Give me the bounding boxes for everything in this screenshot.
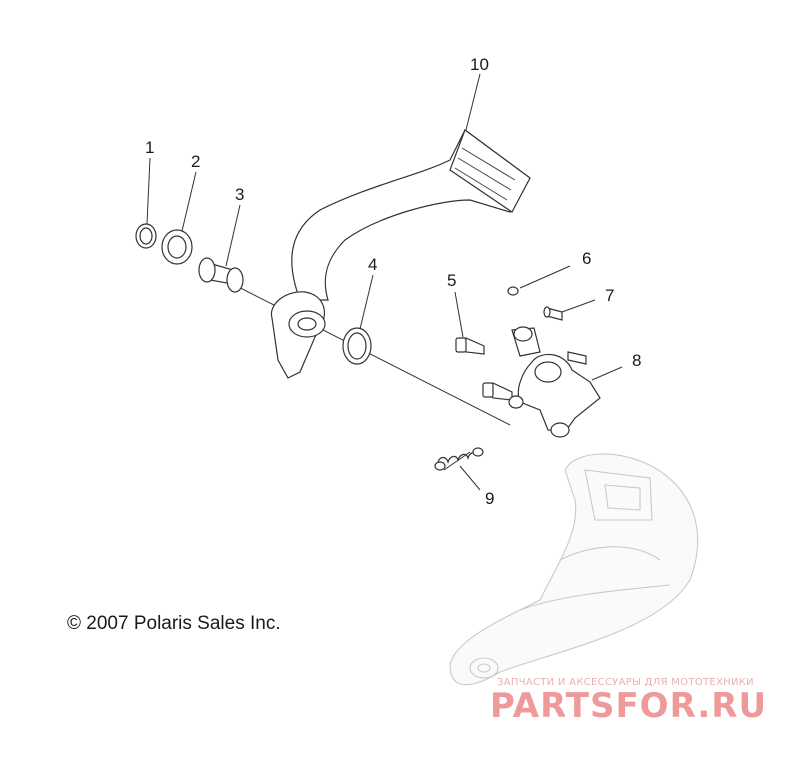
callout-2: 2 [191,152,200,171]
o-ring-part [342,327,372,365]
washer-part [161,229,193,265]
callout-labels: 1 2 3 4 5 6 7 8 9 10 [145,55,641,508]
watermark-tagline: ЗАПЧАСТИ И АКСЕССУАРЫ ДЛЯ МОТОТЕХНИКИ [497,677,754,688]
copyright-notice: © 2007 Polaris Sales Inc. [67,613,281,634]
callout-4: 4 [368,255,377,274]
clip-part [507,286,519,296]
bushing-part [198,257,244,293]
master-cylinder-part [508,326,601,438]
callout-10: 10 [470,55,489,74]
callout-8: 8 [632,351,641,370]
callout-5: 5 [447,271,456,290]
callout-1: 1 [145,138,154,157]
callout-9: 9 [485,489,494,508]
watermark-brand: PARTSFOR.RU [490,686,767,726]
watermark: ЗАПЧАСТИ И АКСЕССУАРЫ ДЛЯ МОТОТЕХНИКИ PA… [490,677,767,726]
pin-part [543,306,563,321]
brake-pedal-part [270,129,531,379]
bolt-part [455,337,513,401]
callout-7: 7 [605,286,614,305]
leader-lines [146,73,623,491]
return-spring-part [434,447,484,471]
reference-pedal-ghost [449,453,699,686]
callout-6: 6 [582,249,591,268]
retaining-ring-part [135,223,157,249]
callout-3: 3 [235,185,244,204]
